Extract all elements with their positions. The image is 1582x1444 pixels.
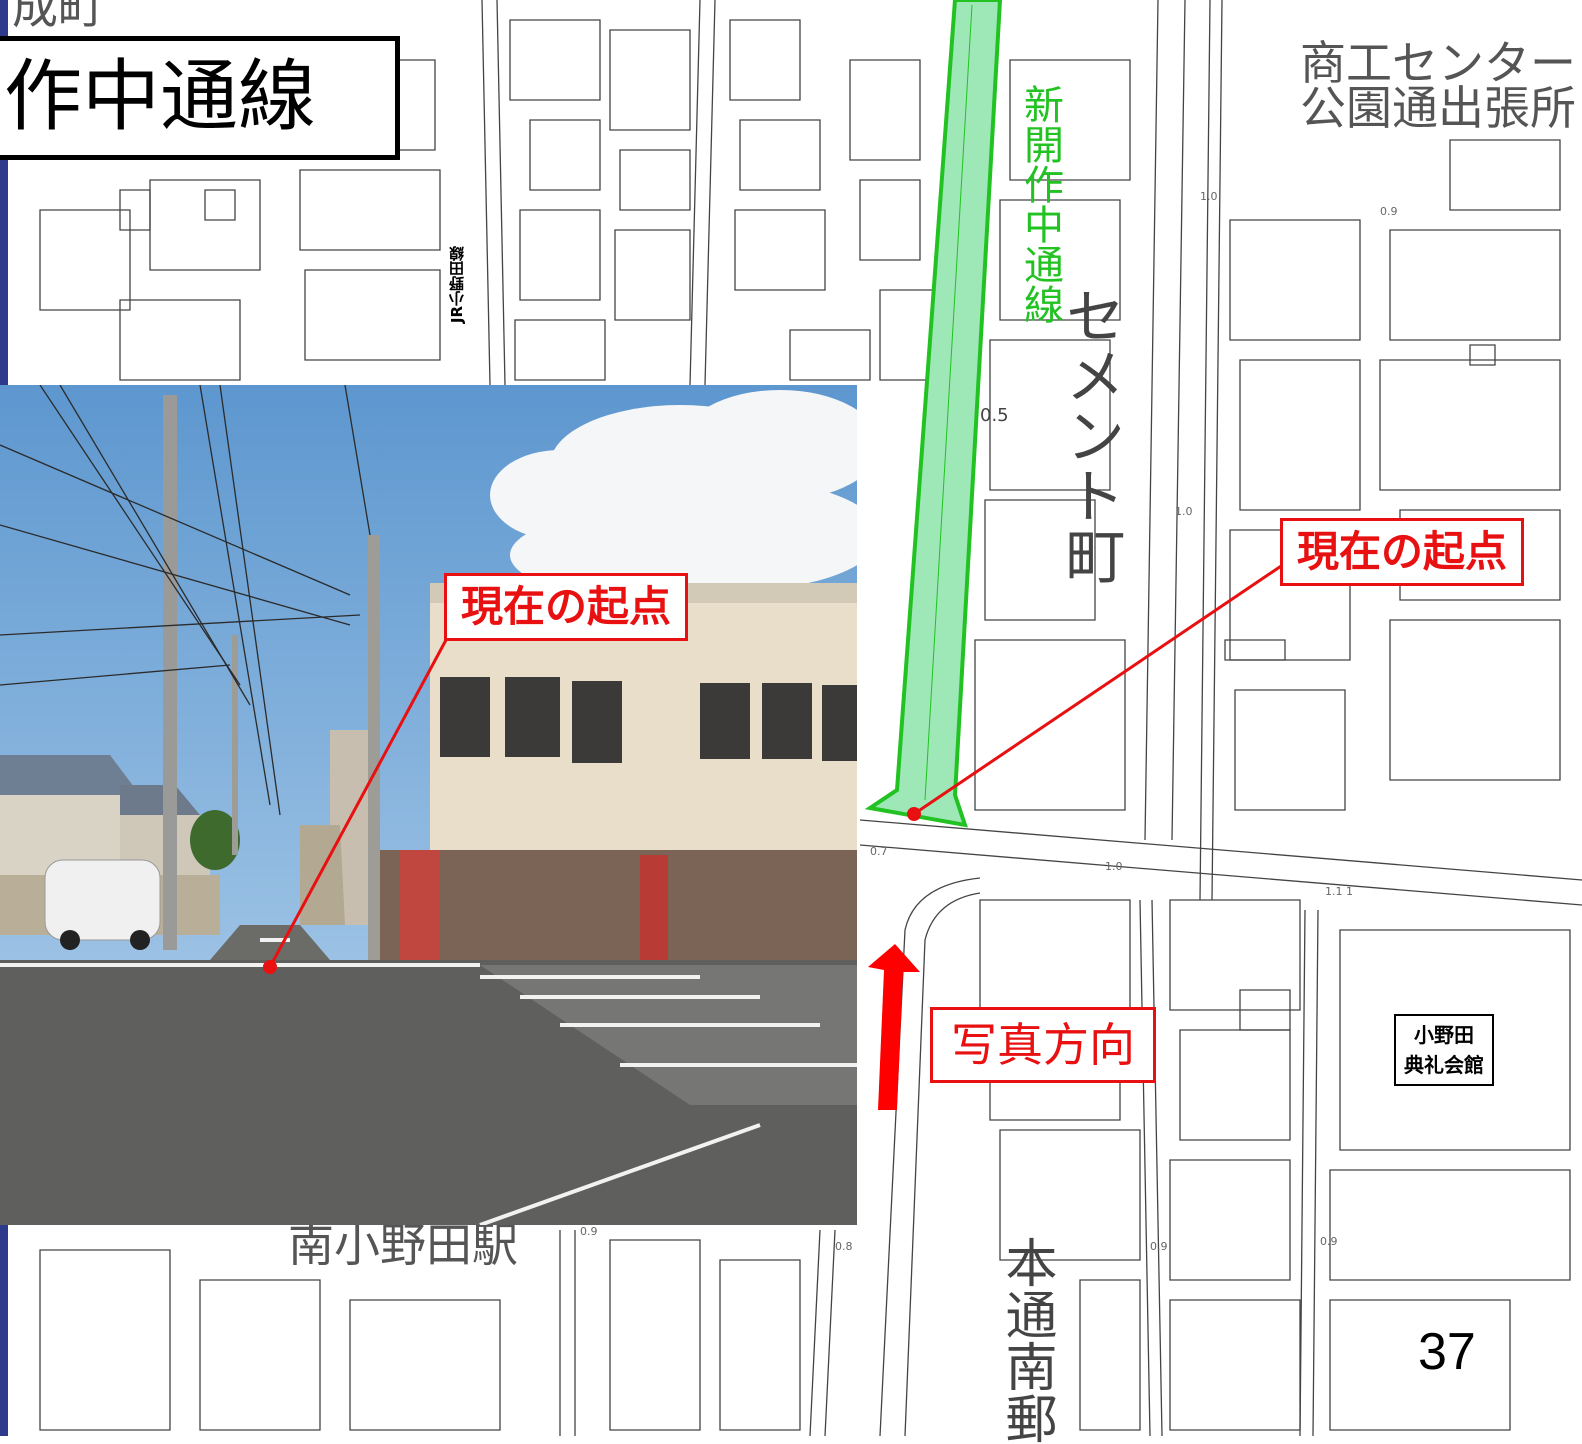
svg-text:0.9: 0.9 xyxy=(1380,205,1398,218)
park-branch-label: 公園通出張所 xyxy=(1300,81,1576,135)
svg-text:0.7: 0.7 xyxy=(870,845,888,858)
svg-text:1.1 1: 1.1 1 xyxy=(1325,885,1353,898)
svg-text:1.0: 1.0 xyxy=(1105,860,1123,873)
building-label: 小野田 典礼会館 xyxy=(1394,1014,1494,1086)
arrow-up-icon xyxy=(868,944,920,1110)
svg-text:0.8: 0.8 xyxy=(835,1240,853,1253)
photo-direction-label: 写真方向 xyxy=(930,1007,1156,1083)
town-label-top-left: 成町 xyxy=(12,0,104,34)
svg-text:0.9: 0.9 xyxy=(1320,1235,1338,1248)
post-office-label: 本通南郵 xyxy=(996,1236,1056,1444)
new-road-polygon xyxy=(864,0,1003,828)
start-point-callout-photo: 現在の起点 xyxy=(444,573,689,641)
svg-text:1.0: 1.0 xyxy=(1175,505,1193,518)
cement-town-label: セメント町 xyxy=(1055,285,1125,585)
building-label-line1: 小野田 xyxy=(1414,1023,1474,1047)
shoko-center-label: 商工センター xyxy=(1300,36,1576,90)
page-number: 37 xyxy=(1418,1323,1476,1381)
rail-line-label: JR小野田線 xyxy=(448,246,466,324)
station-label: 南小野田駅 xyxy=(288,1218,518,1272)
new-road-label: 新開作中通線 xyxy=(1017,84,1063,324)
svg-text:0.9: 0.9 xyxy=(580,1225,598,1238)
street-photo xyxy=(0,385,857,1225)
building-label-line2: 典礼会館 xyxy=(1404,1053,1484,1077)
start-point-callout-map: 現在の起点 xyxy=(1280,518,1525,586)
svg-text:1.0: 1.0 xyxy=(1200,190,1218,203)
elevation-label: 0.5 xyxy=(980,405,1009,426)
page-title: 作中通線 xyxy=(0,36,400,160)
svg-text:0.9: 0.9 xyxy=(1150,1240,1168,1253)
